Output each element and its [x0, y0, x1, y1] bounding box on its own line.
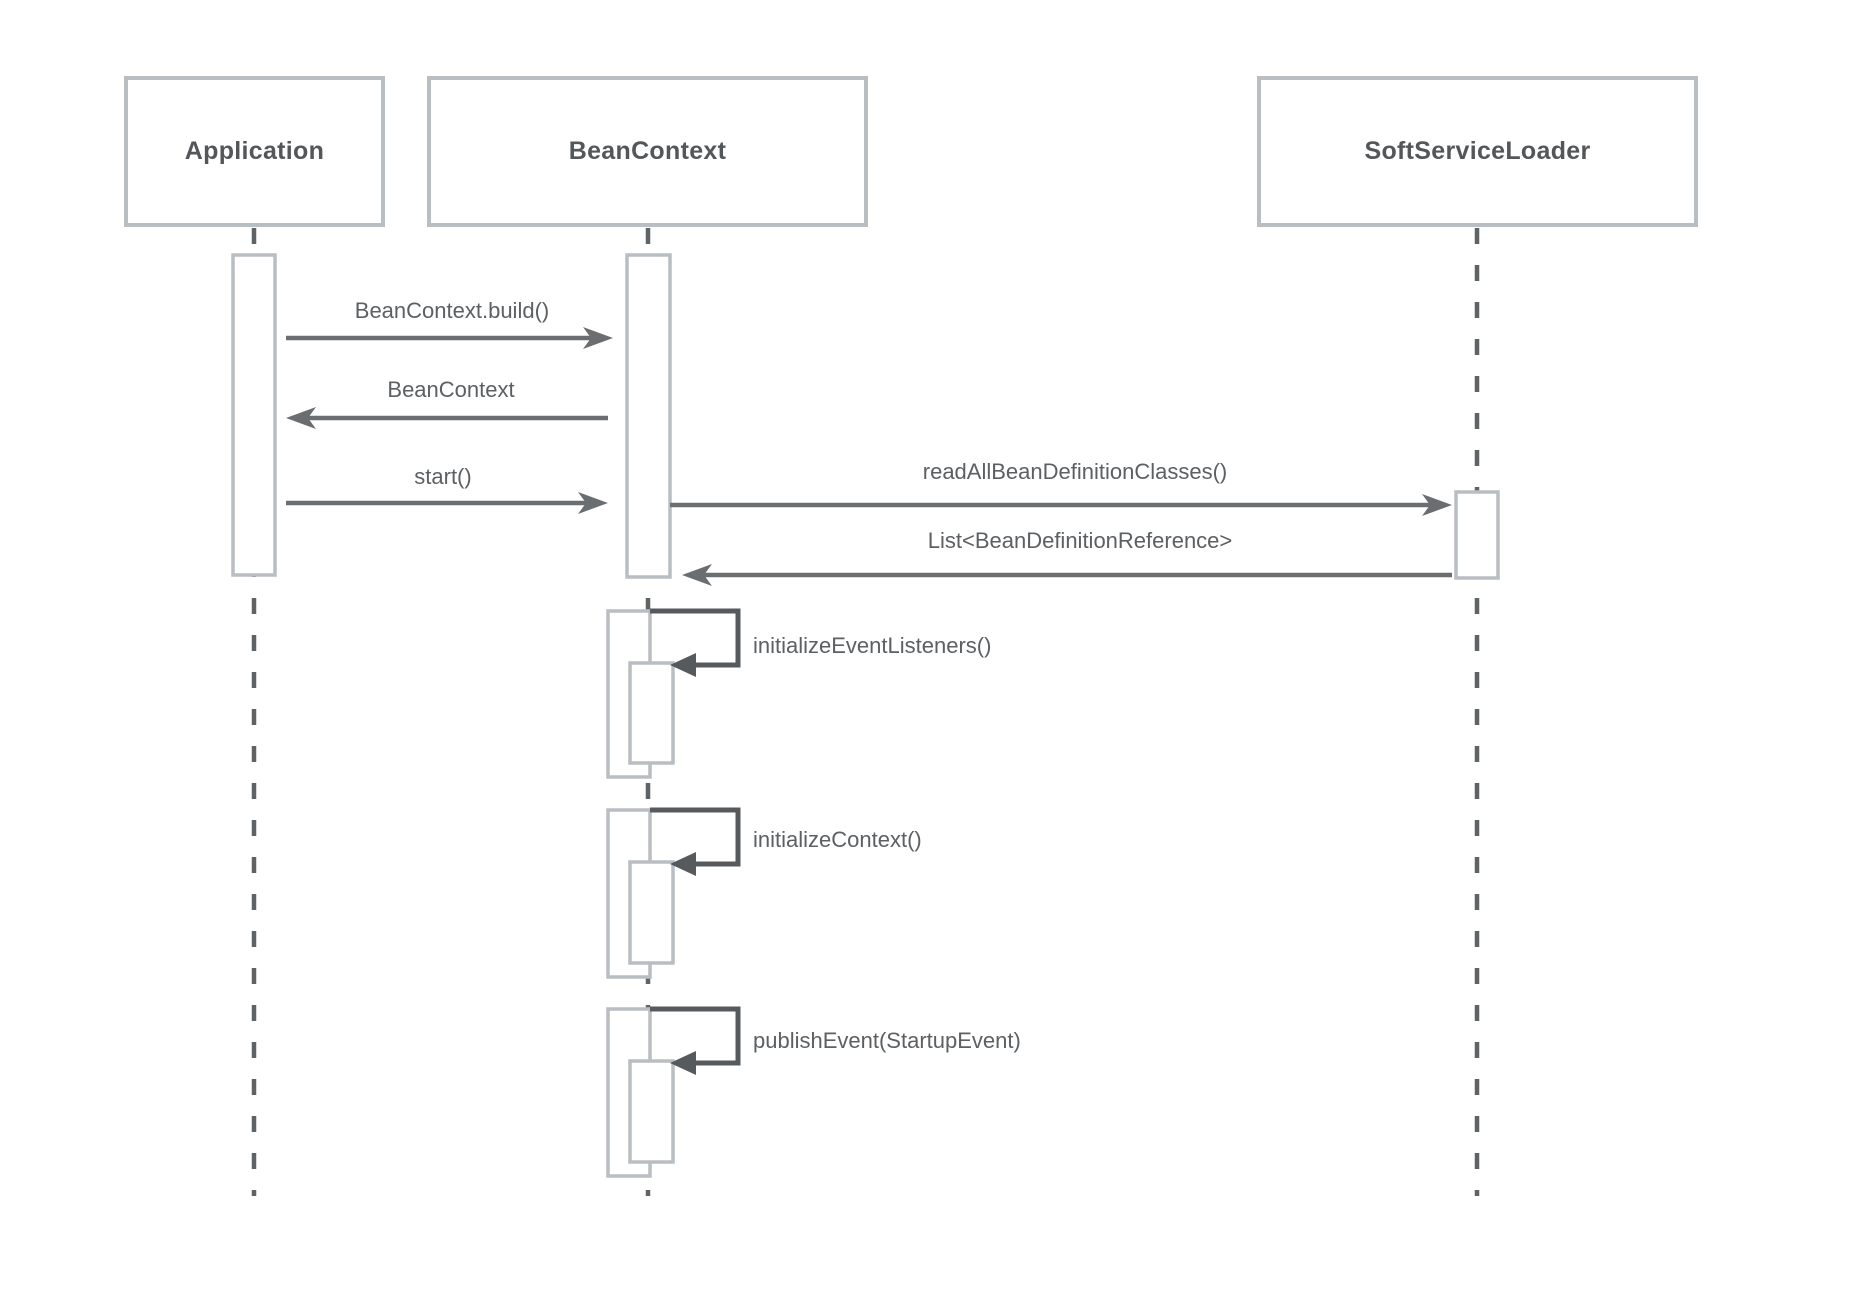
participant-title-application: Application — [184, 137, 325, 165]
message-label-beancontext-build: BeanContext.build() — [354, 298, 550, 323]
self-call-loop-2 — [650, 807, 741, 867]
participant-box-beancontext: BeanContext — [427, 76, 868, 227]
activation-bar-softserviceloader — [1454, 490, 1500, 580]
participant-box-softserviceloader: SoftServiceLoader — [1257, 76, 1698, 227]
activation-bar-application — [231, 253, 277, 577]
self-call-inner-activation-1 — [628, 661, 675, 765]
self-call-arrowhead-2 — [670, 852, 696, 876]
message-arrowhead-readallbeandefinitionclasses — [1422, 494, 1452, 516]
participant-title-beancontext: BeanContext — [568, 137, 727, 165]
message-arrowhead-beancontext-build — [583, 327, 613, 349]
participant-title-softserviceloader: SoftServiceLoader — [1364, 137, 1591, 165]
self-call-inner-activation-3 — [628, 1059, 675, 1164]
message-arrowhead-return-beancontext — [286, 407, 316, 429]
participant-box-application: Application — [124, 76, 385, 227]
message-arrowhead-start — [578, 492, 608, 514]
self-call-arrowhead-3 — [670, 1051, 696, 1075]
activation-bar-beancontext — [625, 253, 672, 579]
message-label-return-list: List<BeanDefinitionReference> — [927, 528, 1233, 553]
self-call-loop-1 — [650, 608, 741, 668]
message-label-initializecontext: initializeContext() — [753, 827, 922, 852]
message-label-start: start() — [414, 464, 472, 489]
self-call-arrowhead-1 — [670, 653, 696, 677]
message-arrowhead-return-list — [682, 564, 712, 586]
message-label-return-beancontext: BeanContext — [387, 377, 515, 402]
message-label-initializeeventlisteners: initializeEventListeners() — [753, 633, 992, 658]
self-call-loop-3 — [650, 1006, 741, 1066]
message-label-readallbeandefinitionclasses: readAllBeanDefinitionClasses() — [922, 459, 1228, 484]
message-label-publishevent: publishEvent(StartupEvent) — [753, 1028, 1021, 1053]
self-call-inner-activation-2 — [628, 860, 675, 965]
